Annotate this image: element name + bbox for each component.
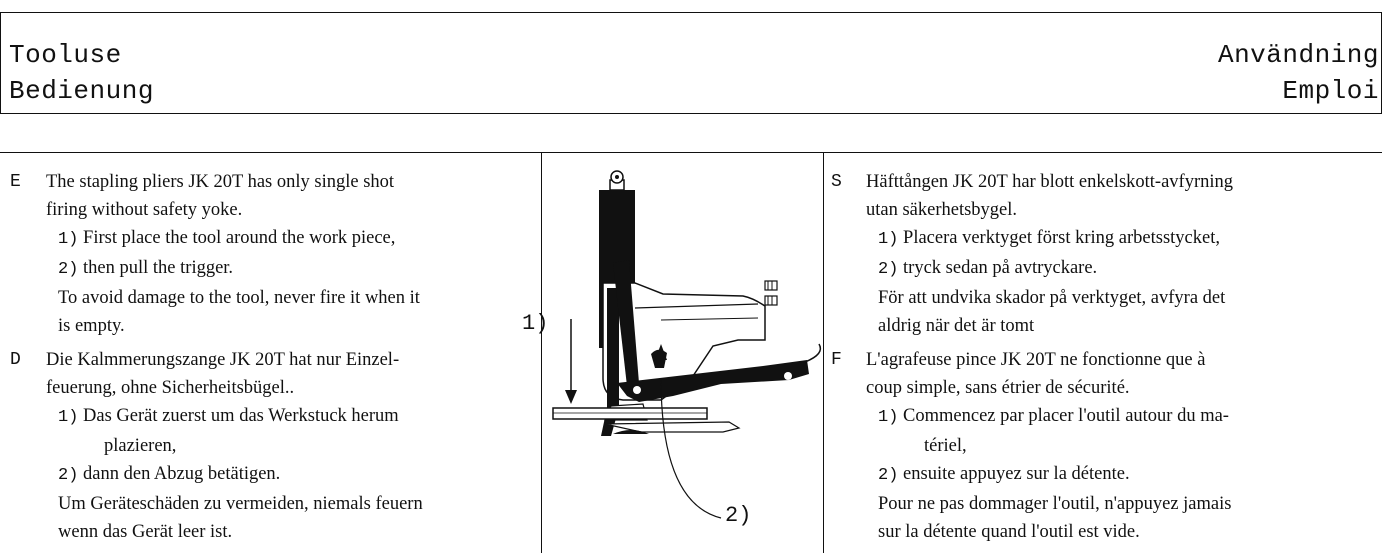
german-warning-2: wenn das Gerät leer ist. bbox=[58, 522, 233, 542]
content-divider bbox=[0, 152, 1382, 153]
german-line-1: Die Kalmmerungszange JK 20T hat nur Einz… bbox=[46, 350, 400, 370]
swedish-warning-1: För att undvika skador på verktyget, avf… bbox=[878, 288, 1226, 308]
swedish-section: S Häfttången JK 20T har blott enkelskott… bbox=[831, 168, 1376, 340]
english-section: E The stapling pliers JK 20T has only si… bbox=[10, 168, 535, 340]
header-title-english: Tooluse bbox=[9, 40, 122, 70]
english-warning-2: is empty. bbox=[58, 316, 125, 336]
german-step-2: 2) dann den Abzug betätigen. bbox=[58, 464, 281, 485]
french-step-2: 2) ensuite appuyez sur la détente. bbox=[878, 464, 1130, 485]
language-letter-d: D bbox=[10, 350, 21, 370]
german-warning-1: Um Geräteschäden zu vermeiden, niemals f… bbox=[58, 494, 423, 514]
english-warning-1: To avoid damage to the tool, never fire … bbox=[58, 288, 420, 308]
stapler-drawing bbox=[552, 170, 822, 519]
left-column: E The stapling pliers JK 20T has only si… bbox=[10, 168, 535, 546]
column-divider-right bbox=[823, 152, 824, 553]
swedish-line-1: Häfttången JK 20T har blott enkelskott-a… bbox=[866, 172, 1234, 192]
english-step-2: 2) then pull the trigger. bbox=[58, 258, 234, 279]
english-line-1: The stapling pliers JK 20T has only sing… bbox=[46, 172, 395, 192]
french-line-2: coup simple, sans étrier de sécurité. bbox=[866, 378, 1130, 398]
stapler-illustration: 1) 2) bbox=[522, 168, 823, 553]
french-step-1: 1) Commencez par placer l'outil autour d… bbox=[878, 406, 1229, 427]
german-step-1: 1) Das Gerät zuerst um das Werkstuck her… bbox=[58, 406, 399, 427]
german-step-1-cont: plazieren, bbox=[104, 436, 177, 456]
right-column: S Häfttången JK 20T har blott enkelskott… bbox=[831, 168, 1376, 546]
french-line-1: L'agrafeuse pince JK 20T ne fonctionne q… bbox=[866, 350, 1206, 370]
english-step-1: 1) First place the tool around the work … bbox=[58, 228, 396, 249]
german-section: D Die Kalmmerungszange JK 20T hat nur Ei… bbox=[10, 346, 535, 546]
swedish-line-2: utan säkerhetsbygel. bbox=[866, 200, 1018, 220]
swedish-warning-2: aldrig när det är tomt bbox=[878, 316, 1035, 336]
header-title-german: Bedienung bbox=[9, 76, 154, 106]
german-line-2: feuerung, ohne Sicherheitsbügel.. bbox=[46, 378, 295, 398]
french-warning-2: sur la détente quand l'outil est vide. bbox=[878, 522, 1140, 542]
header-title-french: Emploi bbox=[1282, 76, 1379, 106]
french-section: F L'agrafeuse pince JK 20T ne fonctionne… bbox=[831, 346, 1376, 546]
swedish-step-2: 2) tryck sedan på avtryckare. bbox=[878, 258, 1098, 279]
figure-label-1: 1) bbox=[522, 311, 549, 336]
swedish-step-1: 1) Placera verktyget först kring arbetss… bbox=[878, 228, 1220, 249]
french-warning-1: Pour ne pas dommager l'outil, n'appuyez … bbox=[878, 494, 1232, 514]
english-line-2: firing without safety yoke. bbox=[46, 200, 243, 220]
header-box: Tooluse Bedienung Användning Emploi bbox=[0, 12, 1382, 114]
language-letter-s: S bbox=[831, 172, 842, 192]
column-divider-left bbox=[541, 152, 542, 553]
language-letter-f: F bbox=[831, 350, 842, 370]
figure-label-2: 2) bbox=[725, 503, 752, 528]
language-letter-e: E bbox=[10, 172, 21, 192]
header-title-swedish: Användning bbox=[1217, 40, 1379, 70]
french-step-1-cont: tériel, bbox=[924, 436, 967, 456]
